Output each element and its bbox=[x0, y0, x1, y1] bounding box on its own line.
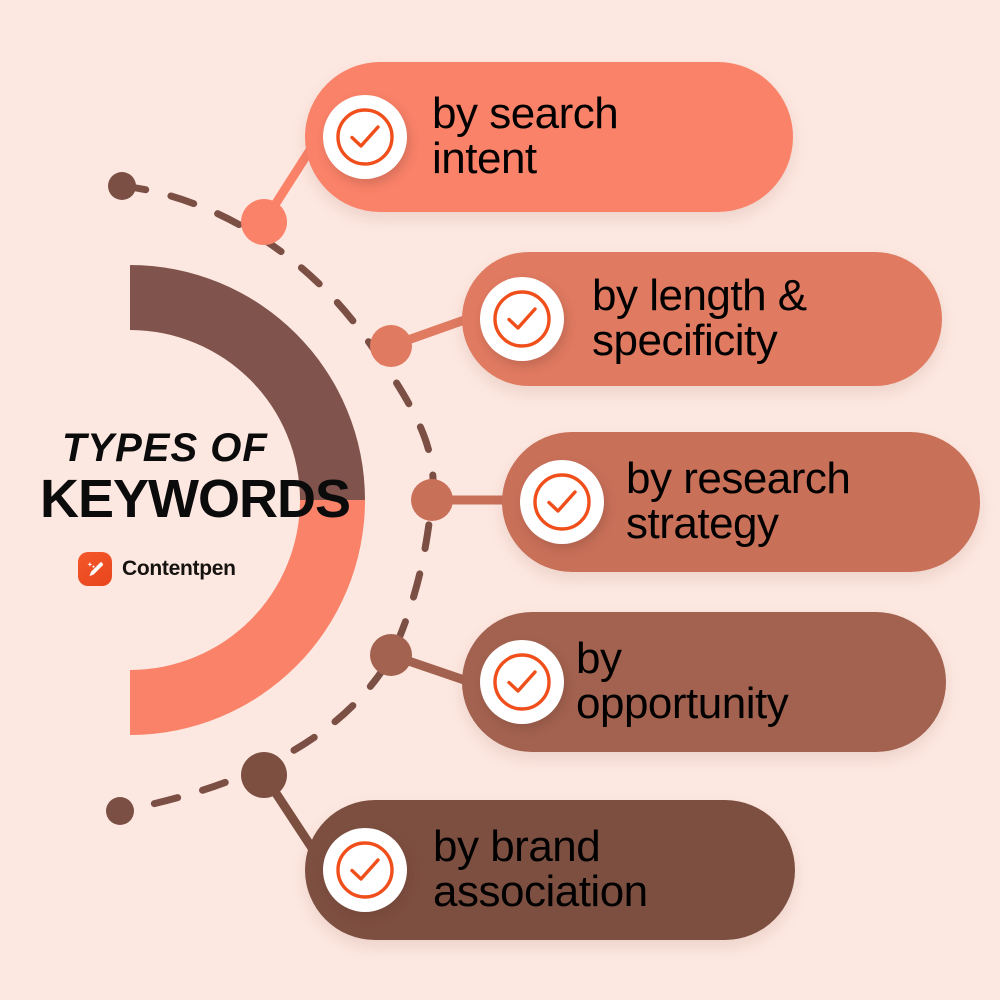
donut-segment-top bbox=[130, 265, 365, 500]
check-circle-icon bbox=[520, 460, 604, 544]
item-pill-by-research-strategy[interactable]: by research strategy bbox=[502, 432, 980, 572]
item-label: by search intent bbox=[432, 89, 619, 183]
path-end-dot-top bbox=[108, 172, 136, 200]
item-label: by length & specificity bbox=[592, 271, 807, 365]
node-dot-5[interactable] bbox=[241, 752, 287, 798]
node-dot-3[interactable] bbox=[411, 479, 453, 521]
page-title-line1: TYPES OF bbox=[62, 426, 268, 470]
item-pill-by-search-intent[interactable]: by search intent bbox=[305, 62, 793, 212]
item-pill-by-brand-association[interactable]: by brand association bbox=[305, 800, 795, 940]
check-circle-icon bbox=[323, 828, 407, 912]
node-dot-4[interactable] bbox=[370, 634, 412, 676]
check-circle-icon bbox=[480, 277, 564, 361]
brand-lockup: Contentpen bbox=[78, 552, 330, 586]
item-label: by opportunity bbox=[576, 634, 789, 728]
check-circle-icon bbox=[323, 95, 407, 179]
node-dot-1[interactable] bbox=[241, 199, 287, 245]
pen-sparkle-icon bbox=[78, 552, 112, 586]
node-dot-2[interactable] bbox=[370, 325, 412, 367]
item-pill-by-length-specificity[interactable]: by length & specificity bbox=[462, 252, 942, 386]
check-circle-icon bbox=[480, 640, 564, 724]
center-title-block: TYPES OF KEYWORDS Contentpen bbox=[40, 426, 351, 586]
brand-name: Contentpen bbox=[122, 557, 236, 580]
item-pill-by-opportunity[interactable]: by opportunity bbox=[462, 612, 946, 752]
donut-chart bbox=[130, 265, 365, 735]
donut-segment-bottom bbox=[130, 500, 365, 735]
item-label: by research strategy bbox=[626, 454, 851, 548]
page-title-line2: KEYWORDS bbox=[40, 469, 351, 529]
path-end-dot-bottom bbox=[106, 797, 134, 825]
item-label: by brand association bbox=[433, 822, 648, 916]
